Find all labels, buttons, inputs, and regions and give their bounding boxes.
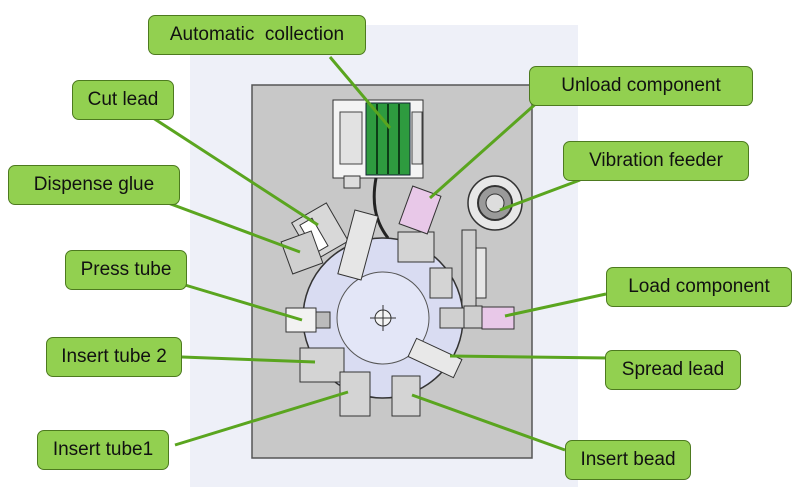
callout-unload-component: Unload component [529,66,753,106]
callout-insert-tube1: Insert tube1 [37,430,169,470]
station-modules [280,185,515,417]
callout-automatic-collection: Automatic collection [148,15,366,55]
leader-lines [149,56,609,452]
callout-spread-lead: Spread lead [605,350,741,390]
callout-press-tube: Press tube [65,250,187,290]
callout-load-component: Load component [606,267,792,307]
callout-insert-tube-2: Insert tube 2 [46,337,182,377]
callout-insert-bead: Insert bead [565,440,691,480]
vibration-feeder-bowl [461,175,523,311]
callout-cut-lead: Cut lead [72,80,174,120]
callout-dispense-glue: Dispense glue [8,165,180,205]
callout-vibration-feeder: Vibration feeder [563,141,749,181]
